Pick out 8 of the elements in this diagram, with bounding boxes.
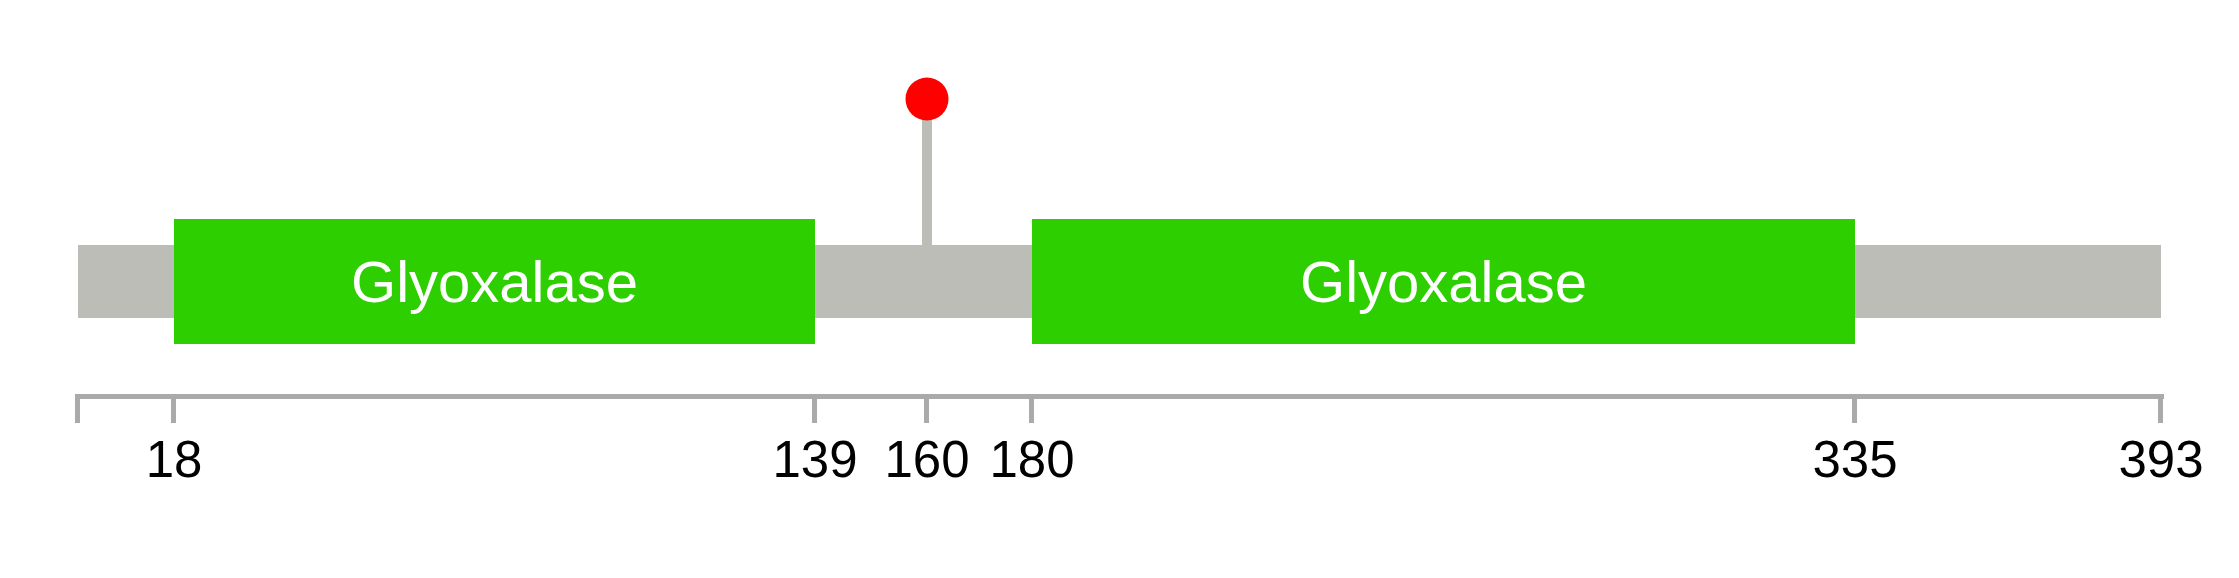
tick-label: 180	[989, 434, 1075, 485]
tick-label: 139	[772, 434, 858, 485]
domain-box	[174, 219, 815, 344]
domain-box	[1032, 219, 1855, 344]
tick-label: 335	[1812, 434, 1898, 485]
tick-label: 18	[145, 434, 203, 485]
tick-label: 393	[2118, 434, 2204, 485]
tick-label: 160	[884, 434, 970, 485]
